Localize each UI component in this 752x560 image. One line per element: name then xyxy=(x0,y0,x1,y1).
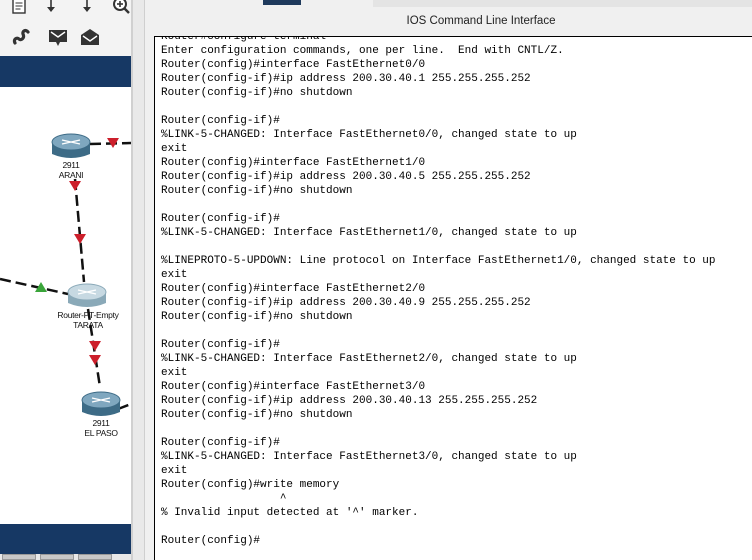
link-status-up-icon xyxy=(35,282,47,292)
terminal-line: %LINK-5-CHANGED: Interface FastEthernet2… xyxy=(161,353,577,365)
tab-strip-filler xyxy=(373,0,752,7)
workspace-tab[interactable] xyxy=(2,554,36,560)
terminal-line: Router(config-if)#ip address 200.30.40.1… xyxy=(161,73,531,85)
terminal-line xyxy=(161,100,716,114)
window-divider[interactable] xyxy=(131,0,145,560)
workspace-tab-strip xyxy=(0,554,131,560)
terminal-line xyxy=(161,324,716,338)
device-model: Router-PT-Empty xyxy=(57,310,119,320)
workspace-bottom-bar xyxy=(0,524,131,554)
terminal-line: Enter configuration commands, one per li… xyxy=(161,45,564,57)
link-status-down-icon xyxy=(89,355,101,365)
email-icon[interactable] xyxy=(47,27,69,47)
terminal-line xyxy=(161,240,716,254)
arrow-down-icon[interactable] xyxy=(76,0,98,16)
terminal-line xyxy=(161,198,716,212)
cli-window: IOS Command Line Interface Router#config… xyxy=(145,0,752,560)
arrow-down-icon[interactable] xyxy=(40,0,62,16)
router-icon[interactable] xyxy=(67,283,107,307)
router-icon[interactable] xyxy=(81,391,121,416)
terminal-line: Router(config-if)# xyxy=(161,115,280,127)
note-icon[interactable] xyxy=(8,0,30,16)
terminal-line: ^ xyxy=(161,493,287,505)
device-label-el-paso[interactable]: 2911 EL PASO xyxy=(78,418,124,438)
terminal-line: Router(config)#interface FastEthernet1/0 xyxy=(161,157,426,169)
link-status-down-icon xyxy=(74,234,86,244)
workspace-toolbar xyxy=(0,0,131,56)
workspace-tab[interactable] xyxy=(40,554,74,560)
terminal-line: Router(config-if)#no shutdown xyxy=(161,311,353,323)
terminal-line: exit xyxy=(161,465,188,477)
terminal-line: Router(config-if)# xyxy=(161,437,280,449)
terminal-line: %LINK-5-CHANGED: Interface FastEthernet1… xyxy=(161,227,577,239)
terminal-line: %LINK-5-CHANGED: Interface FastEthernet0… xyxy=(161,129,577,141)
link-west-tarata[interactable] xyxy=(0,277,69,296)
device-label-arani[interactable]: 2911 ARANI xyxy=(52,160,90,180)
device-tab-strip xyxy=(145,0,752,10)
terminal-line: Router(config-if)#no shutdown xyxy=(161,409,353,421)
terminal-line: Router(config)#interface FastEthernet2/0 xyxy=(161,283,426,295)
terminal-line: %LINEPROTO-5-UPDOWN: Line protocol on In… xyxy=(161,255,716,267)
router-icon[interactable] xyxy=(51,133,91,158)
terminal-line: Router(config-if)# xyxy=(161,213,280,225)
topology-canvas[interactable]: 2911 ARANI Router-PT-Empty TARATA 2911 E… xyxy=(0,87,131,524)
link-status-down-icon xyxy=(107,138,119,148)
terminal-line: exit xyxy=(161,143,188,155)
terminal-line xyxy=(161,520,716,534)
link-status-down-icon xyxy=(69,181,81,191)
terminal-line: Router(config-if)#ip address 200.30.40.5… xyxy=(161,171,531,183)
workspace-pane: 2911 ARANI Router-PT-Empty TARATA 2911 E… xyxy=(0,0,131,560)
terminal-line: exit xyxy=(161,269,188,281)
terminal-line xyxy=(161,422,716,436)
link-elpaso-east[interactable] xyxy=(117,402,131,411)
terminal-line: Router#configure terminal xyxy=(161,36,327,43)
workspace-header-bar xyxy=(0,56,131,87)
tab-cli-active-indicator[interactable] xyxy=(263,0,301,5)
device-name: TARATA xyxy=(73,320,103,330)
terminal-line: Router(config-if)#no shutdown xyxy=(161,87,353,99)
device-name: EL PASO xyxy=(84,428,118,438)
device-model: 2911 xyxy=(92,418,110,428)
workspace-tab[interactable] xyxy=(78,554,112,560)
link-arani-tarata[interactable] xyxy=(73,178,86,283)
device-label-tarata[interactable]: Router-PT-Empty TARATA xyxy=(48,310,128,330)
terminal-line: % Invalid input detected at '^' marker. xyxy=(161,507,419,519)
terminal-line: Router(config-if)#no shutdown xyxy=(161,185,353,197)
link-status-down-icon xyxy=(89,341,101,351)
terminal-line: Router(config-if)# xyxy=(161,339,280,351)
terminal-line: Router(config)#interface FastEthernet0/0 xyxy=(161,59,426,71)
topology-links xyxy=(0,133,131,416)
terminal-line: Router(config)#write memory xyxy=(161,479,340,491)
open-email-icon[interactable] xyxy=(79,27,101,47)
terminal-line: %LINK-5-CHANGED: Interface FastEthernet3… xyxy=(161,451,577,463)
terminal-line: Router(config)# xyxy=(161,535,261,547)
draw-icon[interactable] xyxy=(10,27,32,47)
terminal-line: Router(config-if)#ip address 200.30.40.9… xyxy=(161,297,531,309)
terminal-line: exit xyxy=(161,367,188,379)
terminal-line: Router(config-if)#ip address 200.30.40.1… xyxy=(161,395,538,407)
terminal-line: Router(config)#interface FastEthernet3/0 xyxy=(161,381,426,393)
device-model: 2911 xyxy=(62,160,80,170)
device-name: ARANI xyxy=(58,170,84,180)
zoom-icon[interactable] xyxy=(110,0,131,16)
cli-title: IOS Command Line Interface xyxy=(406,15,556,27)
